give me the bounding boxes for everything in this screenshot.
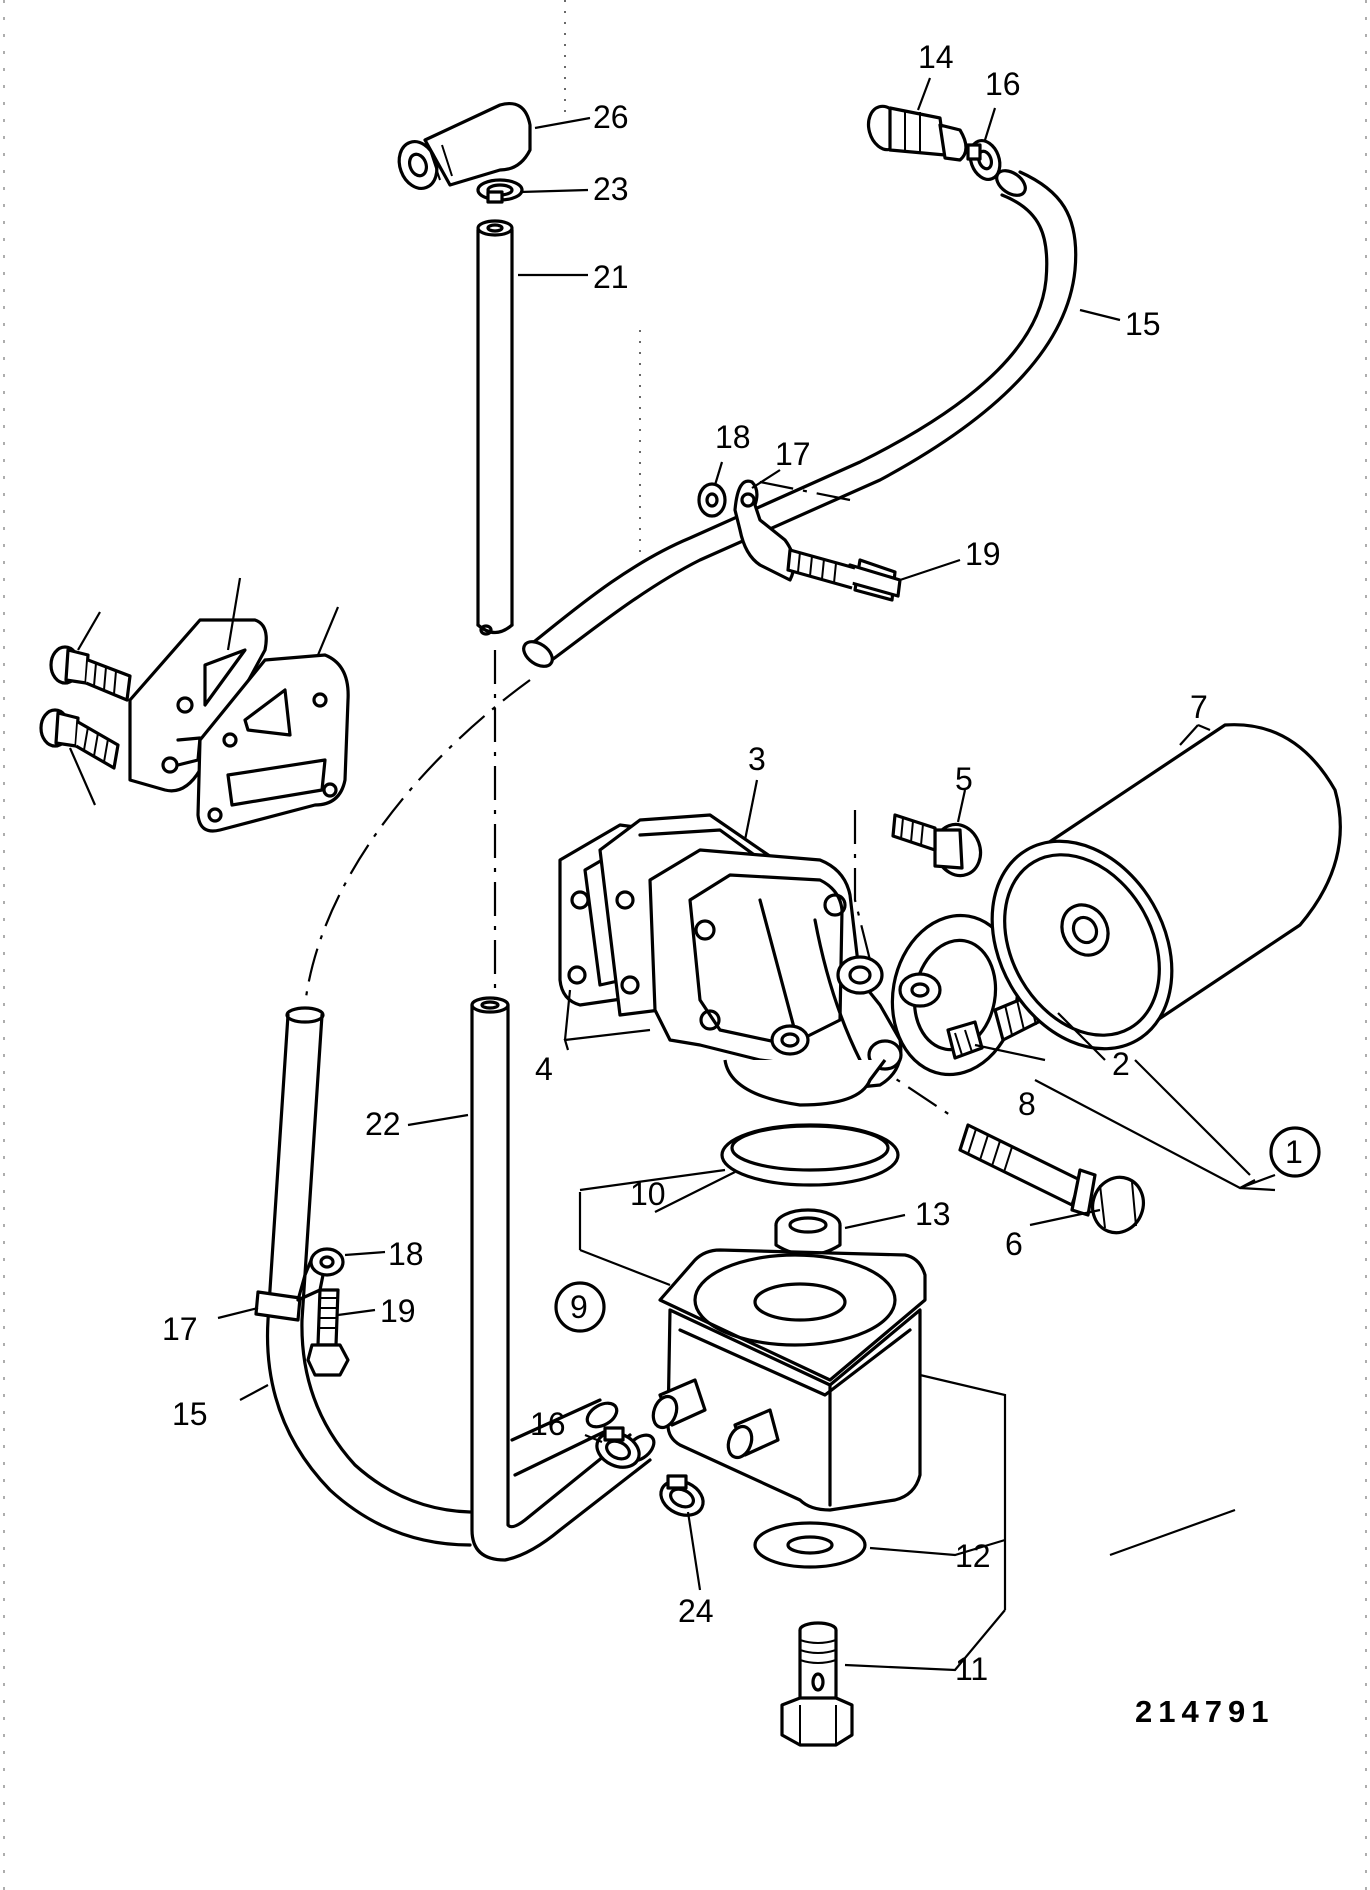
- reference-number: 214791: [1135, 1694, 1274, 1729]
- callout-11: 11: [955, 1651, 988, 1687]
- bolt-26: [39, 708, 120, 770]
- callout-18-top: 18: [715, 419, 751, 455]
- callout-4: 4: [535, 1051, 553, 1087]
- bolt-19-upper: [786, 548, 902, 602]
- callout-19-lower: 19: [380, 1293, 416, 1329]
- callout-18-lower: 18: [388, 1236, 424, 1272]
- callout-14: 14: [918, 39, 954, 75]
- callout-17-top: 17: [775, 436, 811, 472]
- callout-7: 7: [1190, 689, 1208, 725]
- filter-bowl-9: [651, 1248, 927, 1512]
- callout-16-top: 16: [985, 66, 1021, 102]
- callout-2: 2: [1112, 1046, 1130, 1082]
- callout-19-top: 19: [965, 536, 1001, 572]
- bracket-17-upper: [733, 479, 796, 582]
- callout-1-circle: [1269, 1126, 1321, 1178]
- pump-body: [648, 848, 1020, 1107]
- callout-8: 8: [1018, 1086, 1036, 1122]
- bolt-5: [891, 813, 983, 878]
- leader-lines: [68, 77, 1276, 1672]
- callouts: 26 23 21 14 16 15 18 17 19 3 5 7 4 2 8 1…: [162, 39, 1303, 1729]
- gasket-24: [196, 653, 350, 833]
- tee-fitting-22: [397, 102, 532, 190]
- callout-12: 12: [955, 1538, 991, 1574]
- callout-5: 5: [955, 761, 973, 797]
- callout-16-lower: 16: [530, 1406, 566, 1442]
- connector-14: [866, 104, 968, 162]
- callout-1: 1: [1285, 1134, 1303, 1170]
- washer-18-lower: [309, 1247, 345, 1277]
- callout-21-top: 23: [593, 171, 629, 207]
- callout-15-top: 15: [1125, 306, 1161, 342]
- callout-6: 6: [1005, 1226, 1023, 1262]
- callout-17-lower: 17: [162, 1311, 198, 1347]
- filter-cartridge-7: [990, 723, 1342, 1051]
- plug-8: [946, 1020, 984, 1060]
- callout-3: 3: [748, 741, 766, 777]
- hose-20-lower: [470, 996, 656, 1562]
- clamp-21-lower: [659, 1474, 705, 1517]
- banjo-bolt-11: [780, 1621, 854, 1747]
- bolt-6: [958, 1123, 1145, 1235]
- washer-12: [753, 1521, 867, 1569]
- callout-13: 13: [915, 1196, 951, 1232]
- washer-18-upper: [697, 482, 727, 518]
- hose-20-upper: [476, 219, 514, 636]
- hose-15-upper: [522, 169, 1078, 668]
- callout-20-top: 21: [593, 259, 629, 295]
- callout-22: 26: [593, 99, 629, 135]
- hose-15-lower: [265, 1006, 619, 1547]
- scan-edge-marks: [3, 0, 1367, 1890]
- callout-20-lower: 22: [365, 1106, 401, 1142]
- bolt-25: [49, 645, 132, 702]
- o-ring-10: [720, 1123, 900, 1187]
- callout-15-lower: 15: [172, 1396, 208, 1432]
- seal-13: [774, 1208, 842, 1257]
- callout-10: 10: [630, 1176, 666, 1212]
- clamp-16-top: [966, 139, 1002, 181]
- callout-9: 9: [570, 1289, 588, 1325]
- clamp-16-lower: [595, 1426, 641, 1469]
- clamp-21-top: [476, 178, 524, 204]
- bolt-19-lower: [306, 1288, 350, 1377]
- callout-9-circle: [554, 1281, 606, 1333]
- callout-21-lower: 24: [678, 1593, 714, 1629]
